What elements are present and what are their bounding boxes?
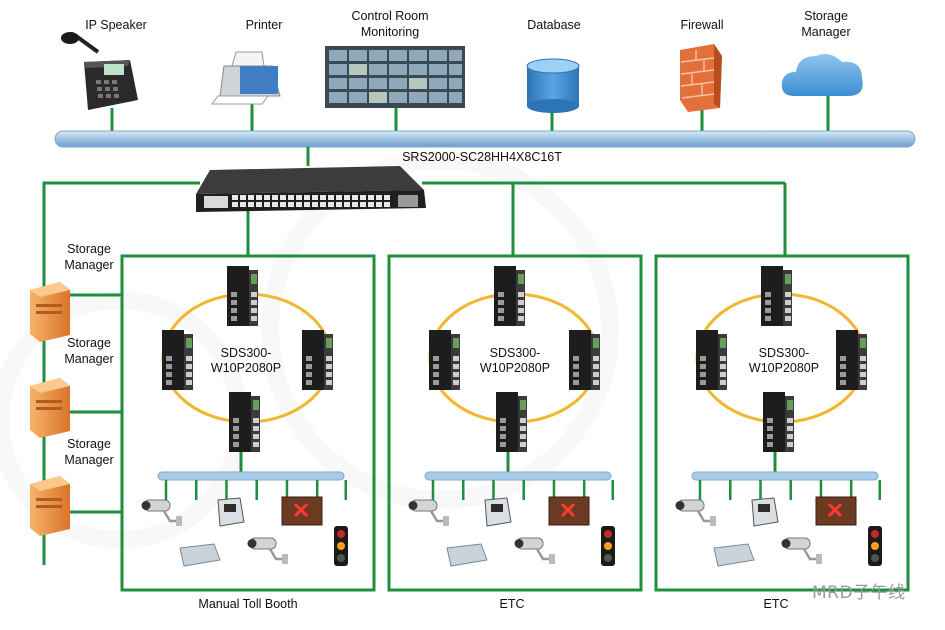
storage-manager-label-2: Manager bbox=[801, 25, 851, 39]
backbone-bus bbox=[54, 130, 916, 148]
ring-model-label-2b: W10P2080P bbox=[479, 361, 551, 375]
weigh-sensor-icon bbox=[446, 543, 488, 567]
database-label: Database bbox=[527, 18, 581, 32]
industrial-switch-icon bbox=[763, 392, 794, 452]
field-bus bbox=[424, 471, 612, 481]
industrial-switch-icon bbox=[229, 392, 260, 452]
industrial-switch-icon bbox=[227, 266, 258, 326]
industrial-switch-icon bbox=[569, 330, 600, 390]
ring-model-label-1a: SDS300- bbox=[220, 346, 272, 360]
cctv-camera-icon bbox=[675, 499, 716, 526]
card-reader-icon bbox=[751, 497, 779, 527]
traffic-light-icon bbox=[334, 526, 348, 566]
cctv-camera-icon bbox=[247, 537, 288, 564]
cctv-camera-icon bbox=[141, 499, 182, 526]
side-storage-label-2b: Manager bbox=[64, 352, 114, 366]
industrial-switch-icon bbox=[494, 266, 525, 326]
weigh-sensor-icon bbox=[713, 543, 755, 567]
card-reader-icon bbox=[217, 497, 245, 527]
led-display-icon bbox=[548, 496, 590, 526]
industrial-switch-icon bbox=[429, 330, 460, 390]
industrial-switch-icon bbox=[162, 330, 193, 390]
zone-box bbox=[387, 254, 643, 592]
cloud-storage-icon bbox=[781, 54, 863, 96]
core-switch-icon bbox=[196, 166, 426, 212]
weigh-sensor-icon bbox=[179, 543, 221, 567]
storage-server-icon bbox=[30, 476, 70, 536]
ring-model-label-3b: W10P2080P bbox=[748, 361, 820, 375]
led-display-icon bbox=[815, 496, 857, 526]
firewall-icon bbox=[680, 44, 722, 112]
printer-icon bbox=[211, 51, 281, 105]
industrial-switch-icon bbox=[836, 330, 867, 390]
cctv-camera-icon bbox=[781, 537, 822, 564]
industrial-switch-icon bbox=[496, 392, 527, 452]
zone-frame bbox=[387, 254, 643, 592]
field-bus bbox=[691, 471, 879, 481]
zone-label-etc-2: ETC bbox=[763, 597, 789, 611]
control-room-label-1: Control Room bbox=[351, 9, 429, 23]
zone-box bbox=[654, 254, 910, 592]
traffic-light-icon bbox=[868, 526, 882, 566]
ip-speaker-icon bbox=[61, 31, 138, 110]
card-reader-icon bbox=[484, 497, 512, 527]
industrial-switch-icon bbox=[761, 266, 792, 326]
side-storage-label-1a: Storage bbox=[67, 242, 111, 256]
side-storage-label-1b: Manager bbox=[64, 258, 114, 272]
core-switch-model-label: SRS2000-SC28HH4X8C16T bbox=[402, 150, 562, 164]
zone-frame bbox=[654, 254, 910, 592]
cctv-camera-icon bbox=[514, 537, 555, 564]
ip-speaker-label: IP Speaker bbox=[85, 18, 147, 32]
ring-model-label-3a: SDS300- bbox=[758, 346, 810, 360]
side-storage-label-3b: Manager bbox=[64, 453, 114, 467]
ring-model-label-2a: SDS300- bbox=[489, 346, 541, 360]
firewall-label: Firewall bbox=[680, 18, 724, 32]
control-room-label-2: Monitoring bbox=[360, 25, 420, 39]
printer-label: Printer bbox=[245, 18, 283, 32]
top-device-links bbox=[110, 96, 830, 133]
zone-frame bbox=[120, 254, 376, 592]
storage-server-icon bbox=[30, 378, 70, 438]
led-display-icon bbox=[281, 496, 323, 526]
cctv-camera-icon bbox=[408, 499, 449, 526]
storage-server-icon bbox=[30, 282, 70, 342]
side-storage-label-3a: Storage bbox=[67, 437, 111, 451]
storage-manager-label-1: Storage bbox=[804, 9, 848, 23]
industrial-switch-icon bbox=[302, 330, 333, 390]
field-bus bbox=[157, 471, 345, 481]
zone-label-manual-toll-booth: Manual Toll Booth bbox=[198, 597, 298, 611]
ring-model-label-1b: W10P2080P bbox=[210, 361, 282, 375]
zone-box bbox=[120, 254, 376, 592]
zone-label-etc-1: ETC bbox=[499, 597, 525, 611]
traffic-light-icon bbox=[601, 526, 615, 566]
watermark-text: MRD子午线 bbox=[812, 583, 906, 603]
industrial-switch-icon bbox=[696, 330, 727, 390]
database-icon bbox=[526, 58, 580, 113]
video-wall-icon bbox=[325, 46, 465, 108]
side-storage-label-2a: Storage bbox=[67, 336, 111, 350]
